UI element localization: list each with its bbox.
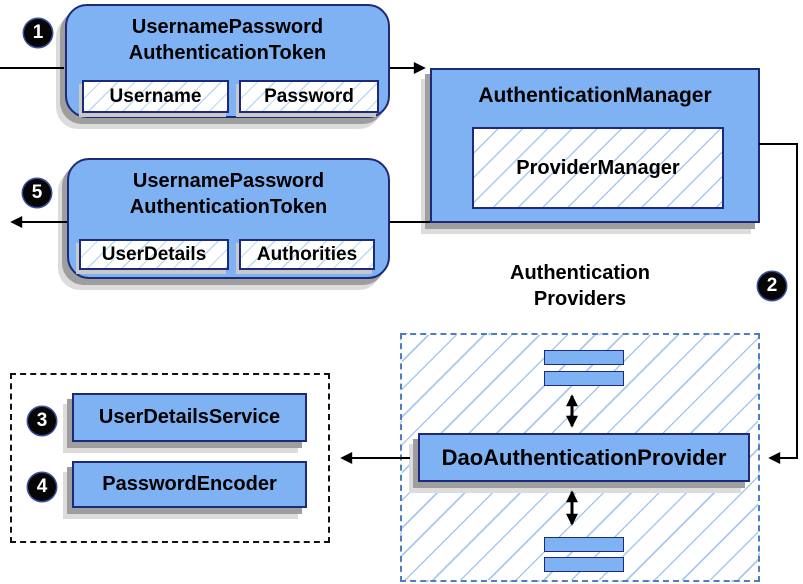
- user-details-field-box: UserDetails: [79, 239, 229, 270]
- provider-manager-box: ProviderManager: [472, 127, 724, 209]
- password-field-box: Password: [239, 80, 379, 113]
- authorities-field-box: Authorities: [239, 239, 375, 270]
- authentication-providers-label-line1: Authentication: [510, 262, 650, 284]
- step-2-badge: 2: [758, 272, 786, 300]
- token-request-title: UsernamePassword AuthenticationToken: [67, 14, 388, 66]
- username-password-token-response-box: UsernamePassword AuthenticationToken Use…: [67, 158, 390, 279]
- token-response-title-line2: AuthenticationToken: [129, 196, 328, 218]
- authentication-manager-title: AuthenticationManager: [478, 84, 712, 107]
- user-details-service-box: UserDetailsService: [72, 393, 307, 442]
- dao-authentication-provider-box: DaoAuthenticationProvider: [418, 433, 750, 482]
- authentication-providers-label: Authentication Providers: [450, 260, 710, 312]
- username-field-box: Username: [82, 80, 229, 113]
- authentication-manager-box: AuthenticationManager ProviderManager: [430, 68, 760, 223]
- token-response-title-line1: UsernamePassword: [132, 170, 325, 192]
- password-encoder-box: PasswordEncoder: [72, 461, 307, 508]
- provider-slot-bar: [544, 350, 624, 365]
- token-request-title-line2: AuthenticationToken: [128, 42, 327, 64]
- step-1-badge: 1: [24, 19, 52, 47]
- username-password-token-request-box: UsernamePassword AuthenticationToken Use…: [65, 4, 390, 118]
- authentication-providers-label-line2: Providers: [533, 288, 627, 310]
- manager-to-dao-provider-elbow-arrow: [759, 143, 798, 464]
- step-5-badge: 5: [23, 179, 51, 207]
- token-request-title-line1: UsernamePassword: [131, 16, 324, 38]
- provider-slot-bar: [544, 557, 624, 572]
- provider-slot-bar: [544, 371, 624, 386]
- token-response-title: UsernamePassword AuthenticationToken: [69, 168, 388, 220]
- step-3-badge: 3: [28, 407, 56, 435]
- provider-slot-bar: [544, 537, 624, 552]
- step-4-badge: 4: [28, 473, 56, 501]
